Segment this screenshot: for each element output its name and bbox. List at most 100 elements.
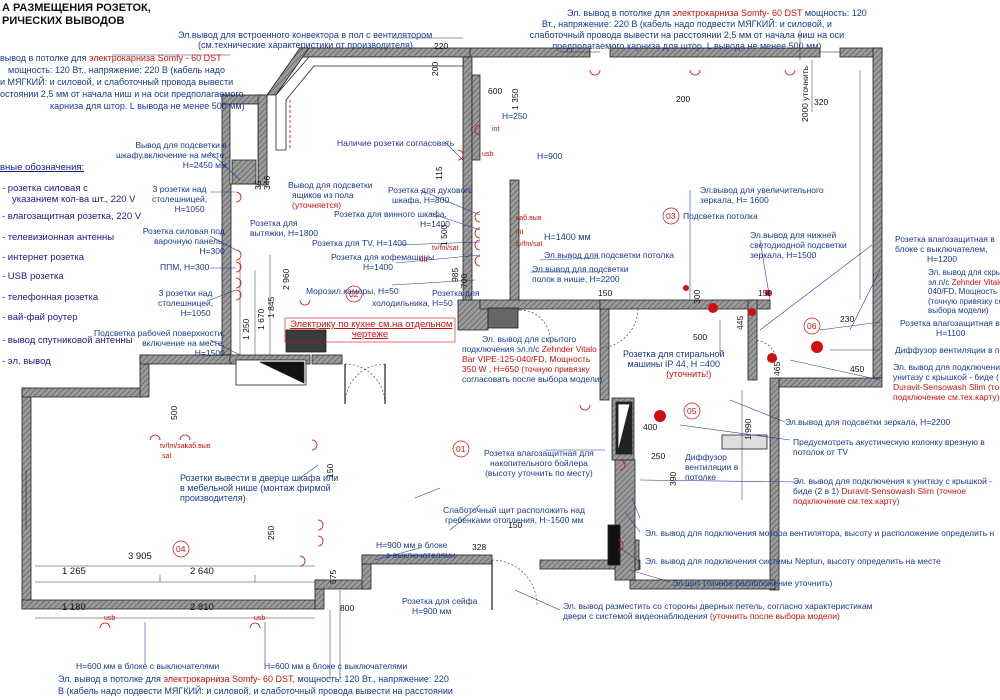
label-lowvolt-1: Слаботочный щит расположить над (443, 505, 585, 515)
top-right-l1b: электрокарниза Somfy- 60 DST (672, 8, 803, 18)
label-drawer-light-3: (уточняется) (292, 200, 342, 210)
sym-kab-2: каб.выв (185, 443, 211, 450)
label-tv: Розетка для TV, H=1400 (312, 238, 407, 248)
dim-1845: 1 845 (266, 296, 276, 318)
label-mirror-light: Эл.вывод для подсветки зеркала, H=2200 (785, 417, 951, 427)
label-h900: H=900 (537, 151, 563, 161)
label-hidden-conn-5: согласовать после выбора модели) (462, 374, 603, 384)
legend-item-9: - эл. вывод (2, 356, 51, 367)
label-hood: Розетка для вытяжки, H=1800 (250, 218, 318, 238)
label-three-over-1b: столешницей, (152, 194, 208, 204)
dim-445: 445 (735, 315, 745, 330)
dim-220: 220 (434, 41, 449, 51)
top-left-l3: и МЯГКИЙ: и силовой, и слаботочный прово… (0, 77, 234, 87)
label-cabinet-out-3: производителя) (180, 493, 246, 503)
label-mag-mirror-1: Эл.вывод для увеличительного (700, 185, 824, 195)
label-drawer-light-2: ящиков из пола (292, 190, 354, 200)
dim-230: 230 (840, 314, 855, 324)
dim-115: 115 (434, 166, 444, 180)
label-safe-2: H=900 мм (412, 606, 452, 616)
legend-item-2: - влагозащитная розетка, 220 V (2, 211, 142, 222)
top-right-l1a: Эл. вывод в потолке для (567, 8, 673, 18)
dim-500: 500 (693, 332, 708, 342)
label-oven-2: шкафа, H=800 (392, 195, 450, 205)
label-wet-block-1: Розетка влагозащитная в бло (900, 318, 1000, 328)
label-closet-light-3: H=2450 мм (182, 160, 227, 170)
label-three-over-2a: 3 розетки над (158, 288, 213, 298)
label-shelf-light-2: полок в нише, H=2200 (532, 274, 620, 284)
top-left-note: вывод в потолке для электрокарниза Somfy… (0, 52, 245, 112)
label-diffuser-3: потолке (685, 472, 716, 482)
dim-2960: 2 960 (281, 268, 291, 290)
legend-item-5: - USB розетка (2, 271, 64, 282)
kitchen-note: Электрику по кухне см.на отдельном черте… (290, 320, 452, 340)
label-hidden-conn: Эл. вывод для скрытого подключения эл.п/… (462, 334, 602, 384)
label-fridge-2: холодильника, H=50 (372, 298, 453, 308)
label-boiler-3: (высоту уточнить по месту) (485, 468, 593, 478)
doors (344, 308, 778, 606)
top-right-l1c: мощность: 120 (802, 8, 867, 18)
dim-328: 328 (472, 542, 487, 552)
label-neptun: Эл. вывод для подключения системы Neptun… (645, 556, 941, 566)
label-coffee-1: Розетка для кофемашины (331, 252, 435, 262)
top-right-l3: слаботочный провода вывести на расстояни… (529, 30, 845, 40)
top-left-l1b: электрокарниза Somfy - 60 DST (88, 53, 222, 63)
dim-575: 575 (328, 569, 338, 584)
label-washer: Розетка для стиральной машины IP 44, H =… (623, 349, 725, 379)
label-drawer-light: Вывод для подсветки ящиков из пола (уточ… (288, 180, 373, 210)
top-center-note: Эл.вывод для встроенного конвектора в по… (178, 30, 432, 50)
label-drawer-light-1: Вывод для подсветки (288, 180, 373, 190)
label-toilet-lid-2: унитазу с крышкой - биде ( (893, 372, 999, 382)
label-ceil-light-a: Эл.вывод для подсветки потолка (544, 250, 674, 260)
electrical-outputs (654, 285, 823, 422)
outlet-symbols (99, 69, 796, 629)
label-hidden-toilet: Эл. вывод для скрытого подк эл.п/с Zehnd… (928, 268, 1000, 316)
top-right-l2: Вт., напряжение: 220 В (кабель надо подв… (541, 19, 832, 29)
room-02: 02 (349, 289, 359, 299)
label-lowvolt-2: гребенками отопления, H~1500 мм (445, 515, 584, 525)
sym-usb-2: usb (104, 615, 116, 622)
label-shelf-light-1: Эл.вывод для подсветки (532, 264, 629, 274)
dim-390: 390 (668, 471, 678, 486)
dim-1265: 1 265 (62, 566, 86, 577)
label-h900-block-2: с выключателями (386, 550, 456, 560)
dim-250b: 250 (266, 525, 276, 540)
dim-1250: 1 250 (241, 318, 251, 340)
top-right-note: Эл. вывод в потолке для электрокарниза S… (507, 8, 867, 52)
sym-usb-1: usb (482, 151, 494, 158)
label-washer-3: (уточнить!) (666, 369, 712, 379)
label-hood-1: Розетка для (250, 218, 298, 228)
dim-300: 300 (692, 289, 702, 304)
label-mag-mirror-2: зеркала, H= 1600 (700, 195, 769, 205)
label-mirror-led: Эл.вывод для нижней светодиодной подсвет… (750, 230, 847, 260)
windows (25, 51, 840, 530)
top-right-l4: предполагаемого карниза для штор. L выво… (552, 41, 822, 51)
dim-400: 400 (643, 422, 658, 432)
label-h600-b: H=600 мм в блоке с выключателями (264, 661, 408, 671)
dim-1350: 1 350 (510, 88, 520, 110)
label-h250: H=250 (502, 111, 528, 121)
label-wet-block: Розетка влагозащитная в бло H=1100 (900, 318, 1000, 338)
dim-2810: 2 810 (190, 602, 214, 613)
label-vent-diff: Диффузор вентиляции в потолк (895, 345, 1000, 355)
label-h1400: H=1400 мм (544, 232, 591, 242)
label-elpanel: Эл.щит (точное расположение уточнить) (672, 578, 833, 588)
legend-heading: вные обозначения: (0, 162, 85, 173)
top-left-l1a: вывод в потолке для (0, 53, 89, 63)
dim-1500: 1 500 (439, 224, 449, 246)
kitchen-note-box (284, 317, 456, 343)
label-door-video: Эл. вывод разместить со стороны дверных … (563, 601, 873, 621)
dim-500b: 500 (169, 405, 179, 420)
dim-3905: 3 905 (128, 551, 152, 562)
label-boiler: Розетка влагозащитная для накопительного… (484, 448, 594, 478)
label-door-video-2b: (уточнить после выбора модели) (709, 611, 840, 621)
sym-tvfm-2: tv/fm/sat (432, 245, 459, 252)
label-three-over-1a: 3 розетки над (152, 184, 207, 194)
dim-465: 465 (772, 361, 782, 376)
label-cooktop-1: Розетка силовая под (142, 226, 225, 236)
dim-450: 450 (850, 364, 865, 374)
dim-200a: 200 (676, 94, 691, 104)
label-bidet: Эл. вывод для подключения к унитазу с кр… (793, 476, 992, 506)
label-wet-switch-2: блоке с выключателем, (895, 244, 988, 254)
label-coffee: Розетка для кофемашины H=1400 (331, 252, 434, 272)
